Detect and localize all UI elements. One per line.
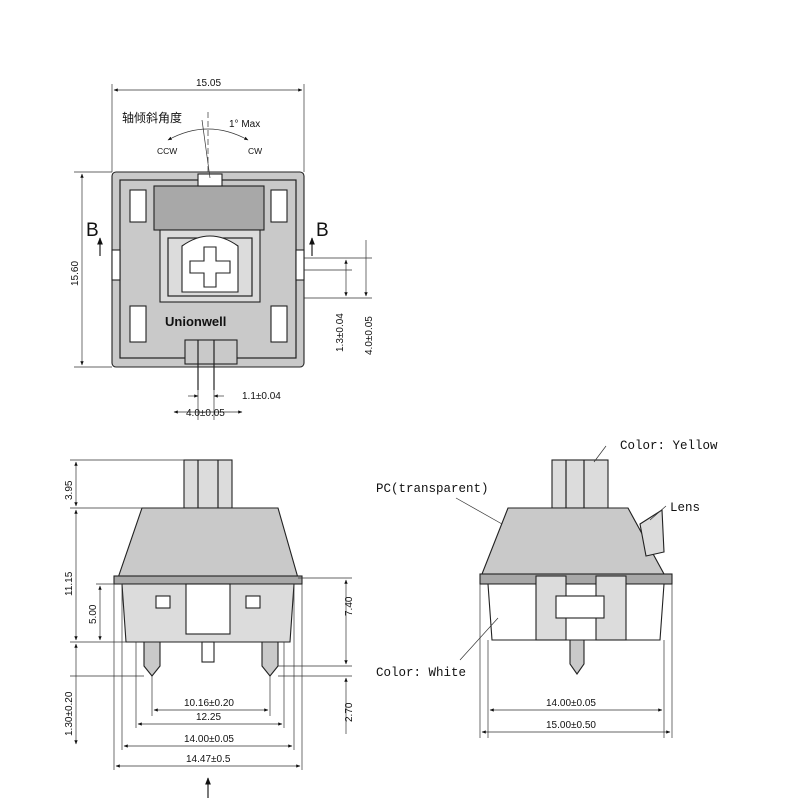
section-lens: [639, 509, 665, 557]
section-stem: [551, 459, 609, 509]
section-b-right: B: [316, 220, 329, 241]
leader-yellow: [593, 445, 607, 463]
dim-3-95-text: 3.95: [64, 480, 75, 500]
dim-sec-14-00-text: 14.00±0.05: [546, 698, 596, 709]
side-window-l: [111, 249, 121, 281]
tilt-max: 1° Max: [229, 119, 260, 130]
clip-bl: [129, 305, 147, 343]
tilt-arc: [167, 128, 249, 141]
dim-14-47-text: 14.47±0.5: [186, 754, 231, 765]
label-lens: Lens: [670, 501, 700, 515]
dim-14-00-text: 14.00±0.05: [184, 734, 234, 745]
dim-10-16-text: 10.16±0.20: [184, 698, 234, 709]
section-b-left: B: [86, 220, 99, 241]
ccw-label: CCW: [157, 146, 177, 156]
clip-br: [270, 305, 288, 343]
dim-4-0-v-text: 4.0±0.05: [364, 316, 375, 355]
pin-left: [143, 641, 161, 677]
top-block: [153, 185, 265, 231]
leader-pc: [455, 497, 503, 525]
dim-1-3-text: 1.3±0.04: [335, 313, 346, 352]
brand-logo: Unionwell: [165, 314, 226, 329]
section-plate: [479, 573, 673, 585]
side-view: 3.95 11.15 5.00 1.30±0.20 7.40 2.70 10.1…: [64, 459, 355, 798]
clip-tl: [129, 189, 147, 223]
clip-tr: [270, 189, 288, 223]
dim-7-40-text: 7.40: [344, 596, 355, 616]
side-plate: [113, 575, 303, 585]
top-notch: [197, 173, 223, 187]
dim-15-05-text: 15.05: [196, 78, 221, 89]
leader-white: [459, 617, 499, 661]
dim-5-00-text: 5.00: [88, 604, 99, 624]
dim-1-1-text: 1.1±0.04: [242, 391, 281, 402]
label-color-yellow: Color: Yellow: [620, 439, 718, 453]
leader-lens: [649, 505, 667, 521]
side-stem: [183, 459, 233, 509]
cw-label: CW: [248, 146, 262, 156]
top-view: Unionwell 轴倾斜角度 1° Max CCW CW B B 15.05 …: [70, 78, 375, 420]
side-slot-r: [245, 595, 261, 609]
dim-4-0-h-text: 4.0±0.05: [186, 408, 225, 419]
side-slot-l: [155, 595, 171, 609]
cross-stem: [189, 246, 231, 288]
dim-1-30-text: 1.30±0.20: [64, 691, 75, 736]
pin-center: [201, 641, 215, 663]
tilt-label: 轴倾斜角度: [122, 110, 182, 125]
pin-right: [261, 641, 279, 677]
side-center-slot: [185, 583, 231, 635]
dim-15-60-text: 15.60: [70, 261, 81, 286]
section-view: Color: Yellow PC(transparent) Lens Color…: [376, 439, 718, 738]
side-top-housing: [117, 507, 299, 579]
section-slot: [555, 595, 605, 619]
tilt-line: [201, 119, 211, 179]
section-pin: [569, 639, 585, 675]
side-window-r: [295, 249, 305, 281]
section-top-housing: [481, 507, 665, 575]
led-window: [184, 339, 238, 365]
label-pc-transparent: PC(transparent): [376, 482, 489, 496]
dim-sec-15-00-text: 15.00±0.50: [546, 720, 596, 731]
dim-2-70-text: 2.70: [344, 702, 355, 722]
dim-11-15-text: 11.15: [64, 571, 75, 596]
dim-12-25-text: 12.25: [196, 712, 221, 723]
label-color-white: Color: White: [376, 666, 466, 680]
